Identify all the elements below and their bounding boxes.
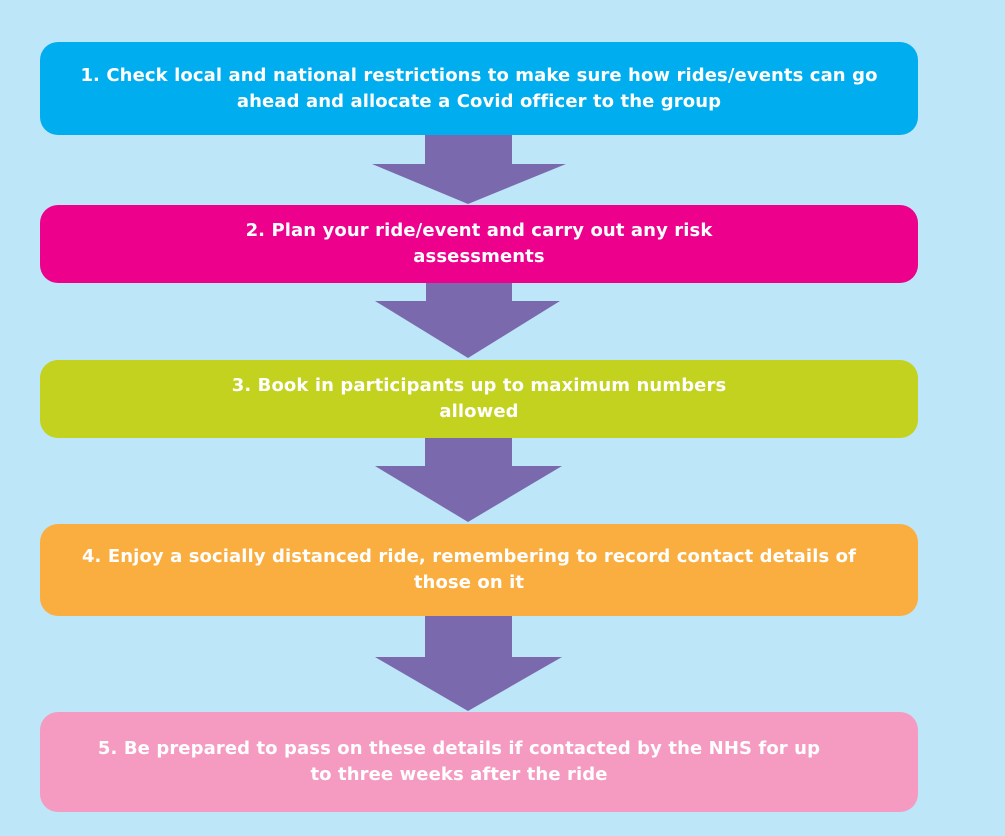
step-label-2: 2. Plan your ride/event and carry out an… bbox=[245, 220, 713, 267]
down-arrow-icon bbox=[375, 283, 560, 358]
step-label-4: 4. Enjoy a socially distanced ride, reme… bbox=[81, 546, 857, 593]
down-arrow-icon bbox=[375, 438, 562, 522]
down-arrow-icon bbox=[375, 616, 562, 711]
step-label-3: 3. Book in participants up to maximum nu… bbox=[231, 375, 727, 422]
down-arrow-icon bbox=[372, 135, 566, 204]
step-label-5: 5. Be prepared to pass on these details … bbox=[97, 738, 821, 785]
step-box-5: 5. Be prepared to pass on these details … bbox=[40, 712, 918, 812]
step-box-1: 1. Check local and national restrictions… bbox=[40, 42, 918, 135]
step-box-3: 3. Book in participants up to maximum nu… bbox=[40, 360, 918, 438]
step-box-4: 4. Enjoy a socially distanced ride, reme… bbox=[40, 524, 918, 616]
step-box-2: 2. Plan your ride/event and carry out an… bbox=[40, 205, 918, 283]
step-label-1: 1. Check local and national restrictions… bbox=[80, 64, 878, 112]
